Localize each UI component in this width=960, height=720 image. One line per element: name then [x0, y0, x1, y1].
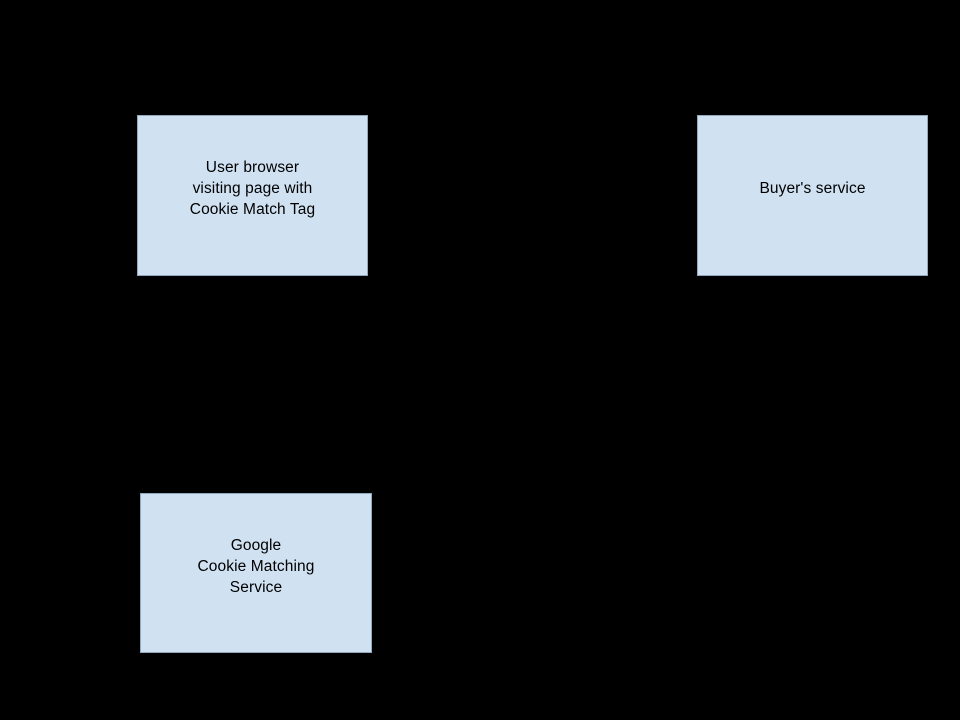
diagram-node-user-browser[interactable]: User browser visiting page with Cookie M…	[137, 115, 368, 276]
diagram-node-buyers-service-label: Buyer's service	[759, 180, 866, 197]
diagram-node-buyers-service[interactable]: Buyer's service	[697, 115, 928, 276]
diagram-node-user-browser-label: User browser visiting page with Cookie M…	[189, 159, 316, 218]
diagram-node-google-cookie-matching-service[interactable]: Google Cookie Matching Service	[140, 493, 372, 653]
diagram-node-google-cookie-matching-service-label: Google Cookie Matching Service	[197, 536, 315, 596]
